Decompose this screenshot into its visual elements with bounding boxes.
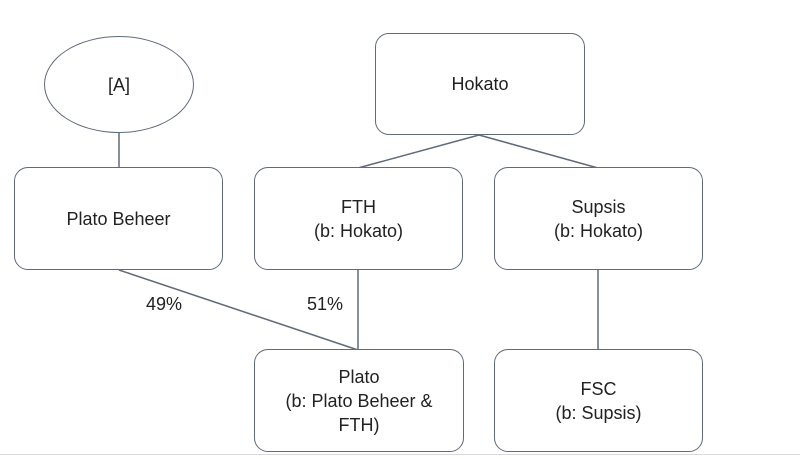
node-plato-label-line3: FTH): [338, 414, 380, 435]
node-plato: Plato (b: Plato Beheer & FTH): [254, 349, 464, 452]
node-hokato-label: Hokato: [451, 74, 509, 94]
node-plato-label-line2: (b: Plato Beheer &: [285, 390, 433, 411]
node-hokato: Hokato: [375, 33, 585, 135]
node-fsc-label-line1: FSC: [580, 378, 617, 399]
edge-label-plato-beheer-share: 49%: [146, 294, 183, 314]
node-supsis-label-line1: Supsis: [571, 196, 626, 217]
edge-hokato-to-supsis: [478, 134, 599, 169]
edge-plato-beheer-to-plato: [118, 269, 359, 351]
node-fth: FTH (b: Hokato): [254, 167, 463, 270]
node-fth-label-line1: FTH: [341, 196, 376, 217]
edge-label-fth-share: 51%: [307, 294, 344, 314]
node-plato-beheer-label: Plato Beheer: [66, 208, 171, 229]
node-fsc: FSC (b: Supsis): [494, 349, 703, 452]
edge-hokato-to-fth: [357, 134, 480, 169]
bottom-divider: [0, 454, 800, 455]
node-plato-label-line1: Plato: [338, 366, 380, 387]
node-plato-beheer: Plato Beheer: [14, 167, 223, 270]
node-a-label: [A]: [107, 74, 130, 95]
node-supsis: Supsis (b: Hokato): [494, 167, 703, 270]
node-fsc-label-line2: (b: Supsis): [555, 402, 642, 423]
node-supsis-label-line2: (b: Hokato): [553, 220, 644, 241]
node-fth-label-line2: (b: Hokato): [313, 220, 404, 241]
node-a: [A]: [44, 36, 194, 133]
